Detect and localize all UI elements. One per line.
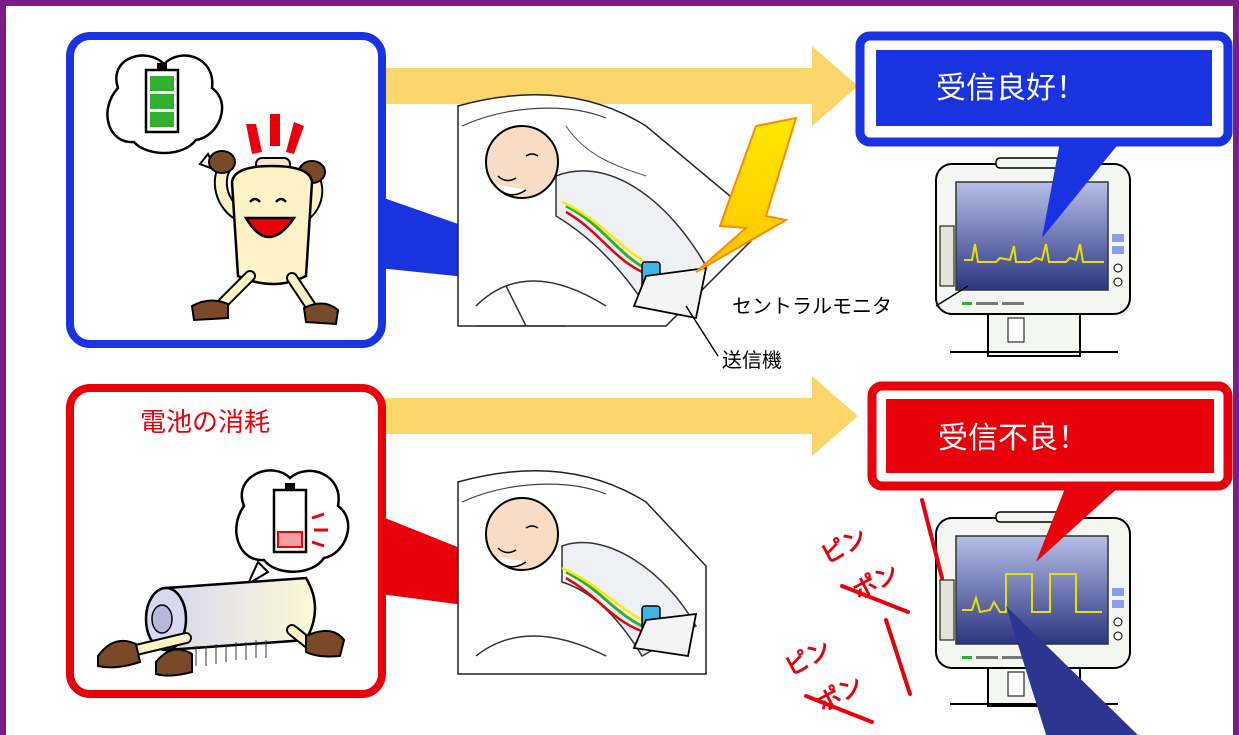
central-monitor-icon — [935, 157, 1131, 357]
happy-battery-character-icon — [106, 54, 340, 326]
battery-drain-label: 電池の消耗 — [140, 408, 271, 438]
top-signal-arrow — [384, 46, 858, 126]
patient-in-bed-icon-2 — [457, 470, 707, 675]
good-reception-label: 受信良好！ — [936, 71, 1086, 106]
monitor-leader-line — [935, 285, 969, 307]
patient-in-bed-icon — [457, 94, 768, 327]
bad-reception-label: 受信不良！ — [938, 421, 1088, 456]
diagram-artwork — [66, 31, 1233, 735]
exhausted-battery-character-icon — [97, 469, 350, 677]
lightning-bolt-icon — [695, 116, 798, 273]
alarm-sound-lines — [804, 498, 944, 724]
central-monitor-icon-2 — [935, 511, 1131, 707]
central-monitor-label: セントラルモニタ — [732, 294, 892, 318]
bottom-signal-arrow — [384, 376, 858, 456]
good-reception-callout — [855, 31, 1233, 238]
transmitter-label: 送信機 — [722, 348, 782, 372]
alarm-beam — [1006, 606, 1138, 735]
transmitter-leader-line — [685, 305, 719, 357]
bad-reception-callout — [867, 381, 1233, 562]
